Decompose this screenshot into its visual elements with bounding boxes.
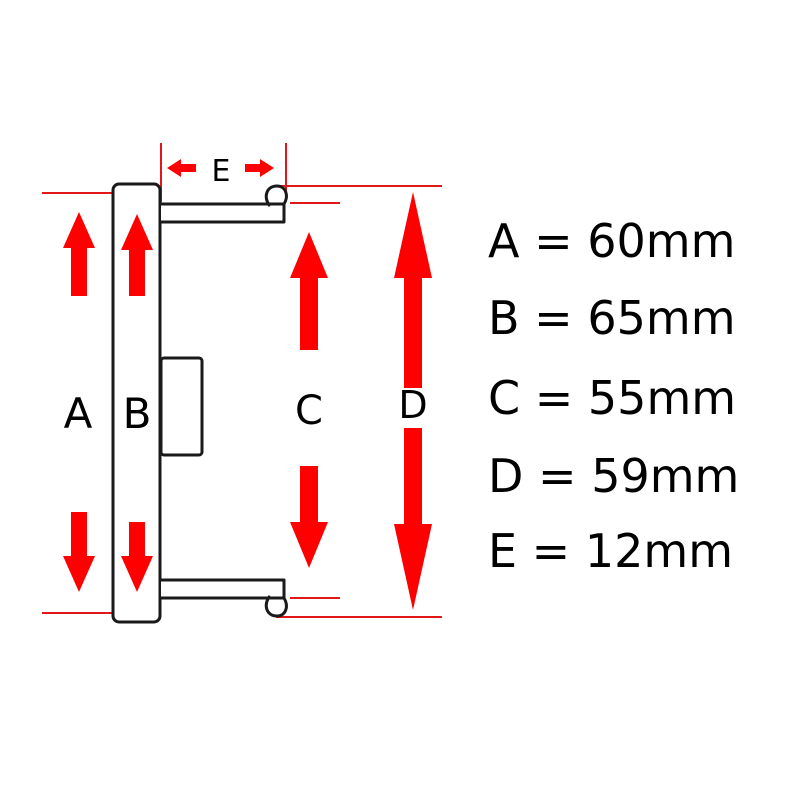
label-c: C	[295, 388, 323, 434]
arrow-c-up	[290, 232, 328, 350]
spec-e: E = 12mm	[488, 524, 734, 578]
dimension-e-arrows	[167, 159, 274, 177]
label-a: A	[64, 389, 93, 438]
arrow-d-up	[394, 192, 432, 388]
part-outline	[111, 182, 288, 624]
label-e: E	[212, 154, 231, 189]
label-d: D	[398, 383, 427, 427]
arrow-b-up	[121, 214, 153, 296]
top-clip-hook	[264, 184, 288, 207]
arrow-e-right	[245, 159, 274, 177]
dimension-a-arrows	[63, 212, 95, 592]
arrow-a-up	[63, 212, 95, 296]
spec-b: B = 65mm	[488, 291, 736, 345]
label-b: B	[123, 389, 152, 438]
bottom-clip	[161, 578, 286, 600]
dimension-c-arrows	[290, 232, 328, 568]
dimension-b-arrows	[121, 214, 153, 592]
center-tab	[159, 356, 204, 457]
top-clip	[161, 202, 286, 224]
arrow-b-down	[121, 522, 153, 592]
arrow-c-down	[290, 466, 328, 568]
spec-d: D = 59mm	[488, 449, 740, 503]
bottom-clip-hook	[264, 595, 288, 618]
arrow-a-down	[63, 512, 95, 592]
spec-a: A = 60mm	[488, 214, 736, 268]
arrow-e-left	[167, 159, 196, 177]
spec-c: C = 55mm	[488, 371, 737, 425]
dimension-d-arrows	[394, 192, 432, 610]
reference-lines	[42, 143, 442, 618]
arrow-d-down	[394, 428, 432, 610]
